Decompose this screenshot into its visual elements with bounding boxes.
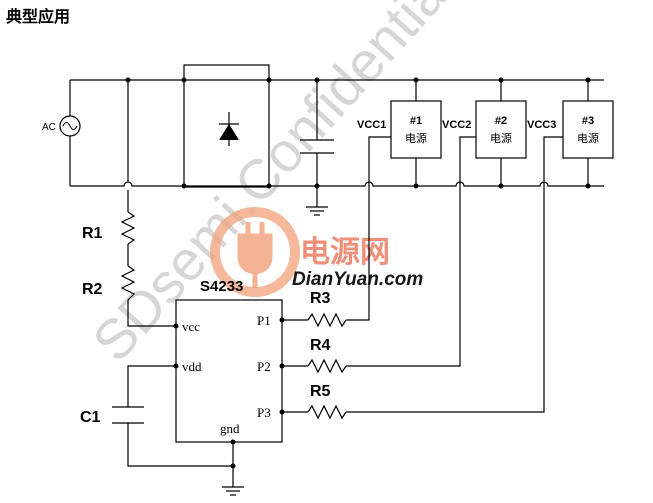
ac-source-label: AC bbox=[42, 122, 56, 133]
r5-resistor bbox=[307, 404, 347, 420]
junction-dot bbox=[585, 77, 591, 83]
logo-name: 电源网 bbox=[300, 235, 390, 270]
ic-pin-vdd: vdd bbox=[182, 359, 202, 374]
ic-pin-vcc: vcc bbox=[182, 319, 200, 334]
logo-ring bbox=[210, 207, 300, 297]
plug-icon bbox=[237, 222, 273, 288]
supply-3-box bbox=[562, 100, 614, 159]
r1-label: R1 bbox=[82, 225, 103, 242]
junction-dot bbox=[413, 183, 419, 189]
ic-name: S4233 bbox=[200, 278, 243, 295]
r3-resistor bbox=[307, 312, 347, 328]
junction-dot bbox=[413, 77, 419, 83]
supply-1-vcc-label: VCC1 bbox=[357, 119, 386, 131]
supply-3-vcc-label: VCC3 bbox=[527, 119, 556, 131]
supply-2-vcc-label: VCC2 bbox=[442, 119, 471, 131]
page-title: 典型应用 bbox=[6, 7, 70, 26]
c1-top-wire bbox=[127, 365, 176, 407]
supply-1-name: 电源 bbox=[405, 131, 427, 145]
vcc2-sense-wire bbox=[346, 136, 476, 367]
junction-dot bbox=[314, 183, 320, 189]
vcc1-sense-wire bbox=[346, 136, 391, 321]
supply-3-number: #3 bbox=[582, 115, 594, 127]
dianyuan-logo: 电源网 DianYuan.com bbox=[210, 207, 423, 297]
r2-resistor bbox=[120, 265, 136, 301]
ic-pin-p1: P1 bbox=[257, 313, 271, 328]
diode-icon bbox=[219, 112, 239, 146]
r4-resistor bbox=[307, 358, 347, 374]
supply-2-box bbox=[475, 100, 527, 159]
r3-label: R3 bbox=[310, 290, 331, 307]
ac-source-symbol bbox=[59, 115, 81, 137]
rectifier-corner-dot bbox=[181, 183, 187, 189]
r4-label: R4 bbox=[310, 337, 331, 354]
ground-icon bbox=[306, 206, 328, 216]
rectifier-corner-dot bbox=[181, 77, 187, 83]
supply-3-name: 电源 bbox=[577, 131, 599, 145]
r2-to-vcc-wire bbox=[127, 300, 176, 327]
ic-body bbox=[175, 299, 283, 443]
logo-site: DianYuan.com bbox=[292, 269, 423, 290]
supply-2-name: 电源 bbox=[490, 131, 512, 145]
c1-label: C1 bbox=[80, 409, 101, 426]
ic-pin-p3: P3 bbox=[257, 405, 271, 420]
supply-2-number: #2 bbox=[495, 115, 507, 127]
junction-dot bbox=[498, 183, 504, 189]
vcc3-sense-wire bbox=[346, 136, 563, 413]
supply-1-number: #1 bbox=[410, 115, 422, 127]
bottom-rail bbox=[70, 181, 604, 187]
r1-resistor bbox=[120, 211, 136, 245]
junction-dot bbox=[230, 463, 236, 469]
junction-dot bbox=[125, 77, 131, 83]
rectifier-block bbox=[183, 64, 270, 188]
rectifier-corner-dot bbox=[266, 77, 272, 83]
r5-label: R5 bbox=[310, 383, 331, 400]
junction-dot bbox=[230, 439, 236, 445]
r2-label: R2 bbox=[82, 281, 103, 298]
c1-bottom-wire bbox=[127, 423, 233, 467]
junction-dot bbox=[585, 183, 591, 189]
junction-dot bbox=[498, 77, 504, 83]
ic-pin-p2: P2 bbox=[257, 359, 271, 374]
supply-1-box bbox=[390, 100, 442, 159]
ground-icon bbox=[222, 486, 244, 496]
sine-wave-icon bbox=[62, 122, 78, 130]
junction-dot bbox=[314, 77, 320, 83]
ic-pin-gnd: gnd bbox=[220, 421, 240, 436]
rectifier-corner-dot bbox=[266, 183, 272, 189]
